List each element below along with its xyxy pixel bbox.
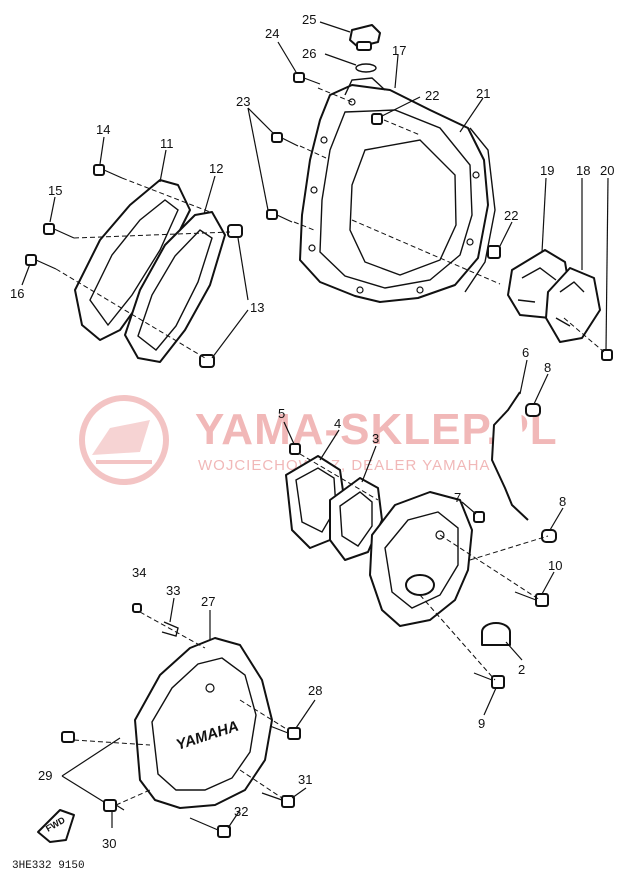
bolt-16-part [25, 254, 57, 270]
bolt-14-part [93, 164, 123, 179]
oil-filler-cap-part [349, 24, 381, 51]
callout-29: 29 [38, 768, 52, 783]
dowel-13b-part [199, 354, 215, 368]
dowel-13a-part [227, 224, 243, 238]
seal-8b-part [541, 529, 557, 543]
callout-8b: 8 [559, 494, 566, 509]
gasket-21-part [464, 127, 496, 293]
bolt-15-part [43, 223, 75, 239]
alignment-lines [55, 87, 605, 806]
callout-10: 10 [548, 558, 562, 573]
callout-3: 3 [372, 431, 379, 446]
o-ring-part [355, 63, 377, 73]
callout-31: 31 [298, 772, 312, 787]
bolt-24-part [293, 72, 321, 85]
pipe-6-part [491, 391, 529, 521]
bolt-23b-part [266, 209, 293, 223]
callout-23: 23 [236, 94, 250, 109]
diagram-code: 3HE332 9150 [12, 860, 85, 872]
callout-33: 33 [166, 583, 180, 598]
callout-30: 30 [102, 836, 116, 851]
generator-cover-27-part: YAMAHA [134, 637, 273, 809]
gasket-12-part [124, 211, 226, 363]
crankcase-cover-part [299, 77, 489, 303]
callout-24: 24 [265, 26, 279, 41]
callout-6: 6 [522, 345, 529, 360]
callout-27: 27 [201, 594, 215, 609]
callout-5: 5 [278, 406, 285, 421]
callout-13: 13 [250, 300, 264, 315]
callout-4: 4 [334, 416, 341, 431]
callout-15: 15 [48, 183, 62, 198]
callout-34: 34 [132, 565, 146, 580]
callout-19: 19 [540, 163, 554, 178]
housing-1-part [369, 491, 473, 627]
callout-7: 7 [454, 490, 461, 505]
callout-28: 28 [308, 683, 322, 698]
callout-20: 20 [600, 163, 614, 178]
bolt-31-part [261, 792, 295, 808]
callout-17: 17 [392, 43, 406, 58]
watermark-logo [79, 395, 169, 485]
callout-16: 16 [10, 286, 24, 301]
callout-12: 12 [209, 161, 223, 176]
fwd-arrow-icon: FWD [37, 809, 75, 843]
callout-9: 9 [478, 716, 485, 731]
callout-14: 14 [96, 122, 110, 137]
screw-34-part [132, 603, 142, 613]
callout-22b: 22 [504, 208, 518, 223]
callout-11: 11 [160, 136, 174, 151]
bolt-20-part [601, 349, 613, 361]
callout-2: 2 [518, 662, 525, 677]
leader-lines [21, 21, 609, 829]
plug-2-part [481, 622, 511, 646]
bolt-23a-part [271, 132, 299, 147]
dowel-7-part [473, 511, 485, 523]
bolt-30-part [103, 799, 125, 812]
callout-22a: 22 [425, 88, 439, 103]
seal-8a-part [525, 403, 541, 417]
callout-8a: 8 [544, 360, 551, 375]
bolt-9-part [473, 672, 505, 689]
bolt-5-part [289, 443, 301, 455]
watermark-subtitle: WOJCIECHOWICZ, DEALER YAMAHA [198, 457, 490, 474]
dowel-pin-22a-part [371, 113, 383, 125]
callout-32: 32 [234, 804, 248, 819]
bolt-28-part [269, 725, 301, 740]
callout-21: 21 [476, 86, 490, 101]
bolt-32-part [189, 817, 231, 838]
plate-18-part [545, 267, 601, 343]
dowel-29-part [61, 731, 75, 743]
callout-18: 18 [576, 163, 590, 178]
callout-26: 26 [302, 46, 316, 61]
dowel-pin-22b-part [487, 245, 501, 259]
callout-labels: 25 26 17 24 22 21 23 14 11 12 15 16 13 2… [10, 12, 614, 851]
callout-25: 25 [302, 12, 316, 27]
